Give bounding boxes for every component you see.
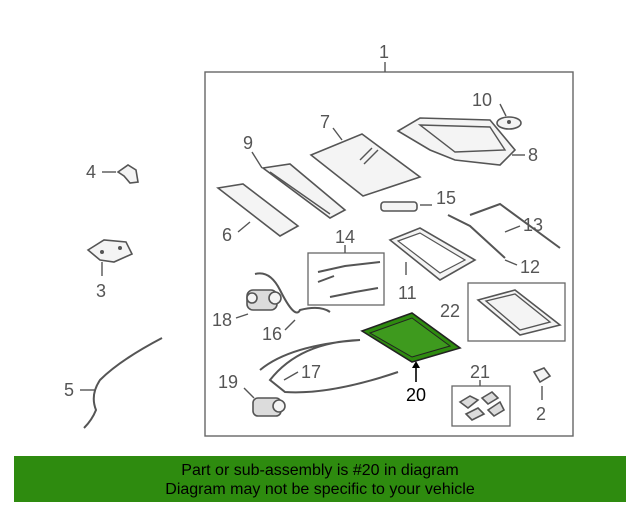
callout-22[interactable]: 22 — [440, 301, 460, 321]
banner-line-1: Part or sub-assembly is #20 in diagram — [181, 462, 459, 479]
part-22[interactable] — [476, 289, 562, 336]
callout-19[interactable]: 19 — [218, 372, 238, 392]
callout-4[interactable]: 4 — [86, 162, 96, 182]
banner-line-2: Diagram may not be specific to your vehi… — [165, 481, 475, 498]
callout-13[interactable]: 13 — [523, 215, 543, 235]
part-2[interactable] — [532, 367, 552, 400]
callout-20[interactable]: 20 — [406, 385, 426, 405]
callout-10[interactable]: 10 — [472, 90, 492, 110]
callout-18[interactable]: 18 — [212, 310, 232, 330]
part-20[interactable] — [360, 312, 462, 382]
callout-11[interactable]: 11 — [398, 283, 417, 303]
part-11[interactable] — [388, 227, 477, 281]
callout-7[interactable]: 7 — [320, 112, 330, 132]
part-8[interactable] — [396, 117, 525, 166]
part-15[interactable] — [380, 201, 432, 212]
part-21[interactable] — [458, 380, 506, 421]
part-3[interactable] — [86, 239, 134, 276]
part-21-box — [451, 385, 511, 427]
part-16[interactable] — [254, 272, 331, 331]
part-14-box — [307, 252, 385, 306]
callout-1[interactable]: 1 — [379, 42, 389, 62]
callout-9[interactable]: 9 — [243, 133, 253, 153]
part-4[interactable] — [102, 164, 139, 184]
part-6[interactable] — [216, 183, 300, 237]
part-12[interactable] — [447, 214, 518, 266]
part-18[interactable] — [235, 289, 282, 319]
callout-3[interactable]: 3 — [96, 281, 106, 301]
callout-12[interactable]: 12 — [520, 257, 540, 277]
part-19[interactable] — [243, 387, 286, 417]
part-17[interactable] — [259, 339, 399, 394]
callout-2[interactable]: 2 — [536, 404, 546, 424]
callout-5[interactable]: 5 — [64, 380, 74, 400]
info-banner: Part or sub-assembly is #20 in diagram D… — [14, 456, 626, 502]
part-22-box — [467, 282, 566, 342]
part-13[interactable] — [469, 202, 561, 249]
part-10[interactable] — [496, 103, 522, 130]
part-14[interactable] — [317, 245, 381, 298]
part-5[interactable] — [80, 337, 163, 429]
callout-16[interactable]: 16 — [262, 324, 282, 344]
callout-8[interactable]: 8 — [528, 145, 538, 165]
callout-17[interactable]: 17 — [301, 362, 321, 382]
callout-14[interactable]: 14 — [335, 227, 355, 247]
callout-6[interactable]: 6 — [222, 225, 232, 245]
part-9[interactable] — [251, 151, 347, 219]
callout-15[interactable]: 15 — [436, 188, 456, 208]
assembly-frame — [204, 71, 574, 437]
part-7[interactable] — [309, 127, 422, 197]
callout-21[interactable]: 21 — [470, 362, 490, 382]
